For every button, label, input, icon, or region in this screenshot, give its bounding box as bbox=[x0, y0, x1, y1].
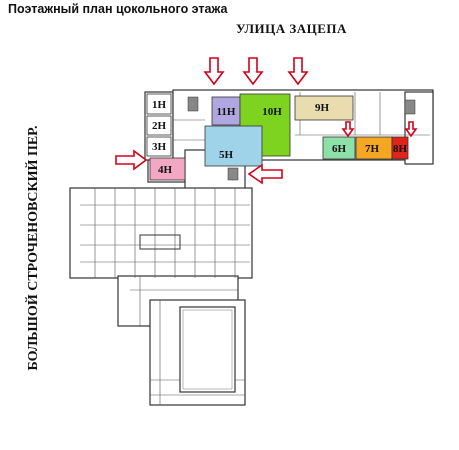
unit-label-5H: 5H bbox=[219, 149, 234, 161]
unit-2H bbox=[146, 115, 172, 136]
entrance-arrow-7 bbox=[247, 163, 283, 185]
unit-label-8H: 8H bbox=[393, 143, 408, 155]
unit-labels: 1H 2H 3H 11H 10H 9H 5H 4H 6H 7H 8H bbox=[152, 99, 408, 176]
unit-label-6H: 6H bbox=[332, 143, 347, 155]
unit-label-10H: 10H bbox=[262, 106, 282, 118]
pool bbox=[179, 306, 236, 393]
unit-9H bbox=[294, 95, 354, 121]
unit-6H bbox=[322, 136, 356, 160]
unit-label-1H: 1H bbox=[152, 99, 167, 111]
entrance-arrow-3 bbox=[287, 57, 309, 86]
entrance-arrow-6 bbox=[115, 149, 148, 171]
unit-3H bbox=[146, 136, 172, 157]
unit-11H bbox=[211, 96, 241, 126]
unit-label-2H: 2H bbox=[152, 120, 167, 132]
entrance-arrow-1 bbox=[203, 57, 225, 86]
entrance-arrow-5 bbox=[404, 121, 418, 138]
entrance-arrow-2 bbox=[242, 57, 264, 86]
page-title: Поэтажный план цокольного этажа bbox=[8, 2, 228, 16]
street-label-top: УЛИЦА ЗАЦЕПА bbox=[236, 21, 347, 36]
interior-walls bbox=[80, 92, 430, 405]
unit-4H bbox=[149, 157, 186, 181]
unit-label-9H: 9H bbox=[315, 102, 330, 114]
unit-8H bbox=[391, 136, 409, 160]
unit-label-7H: 7H bbox=[365, 143, 380, 155]
entrance-arrow-4 bbox=[341, 121, 355, 138]
unit-1H bbox=[146, 93, 172, 115]
units bbox=[146, 93, 409, 181]
unit-label-11H: 11H bbox=[217, 106, 236, 118]
unit-5H bbox=[204, 125, 263, 167]
unit-label-4H: 4H bbox=[158, 164, 173, 176]
entrance-arrows bbox=[115, 57, 418, 185]
unit-label-3H: 3H bbox=[152, 141, 167, 153]
